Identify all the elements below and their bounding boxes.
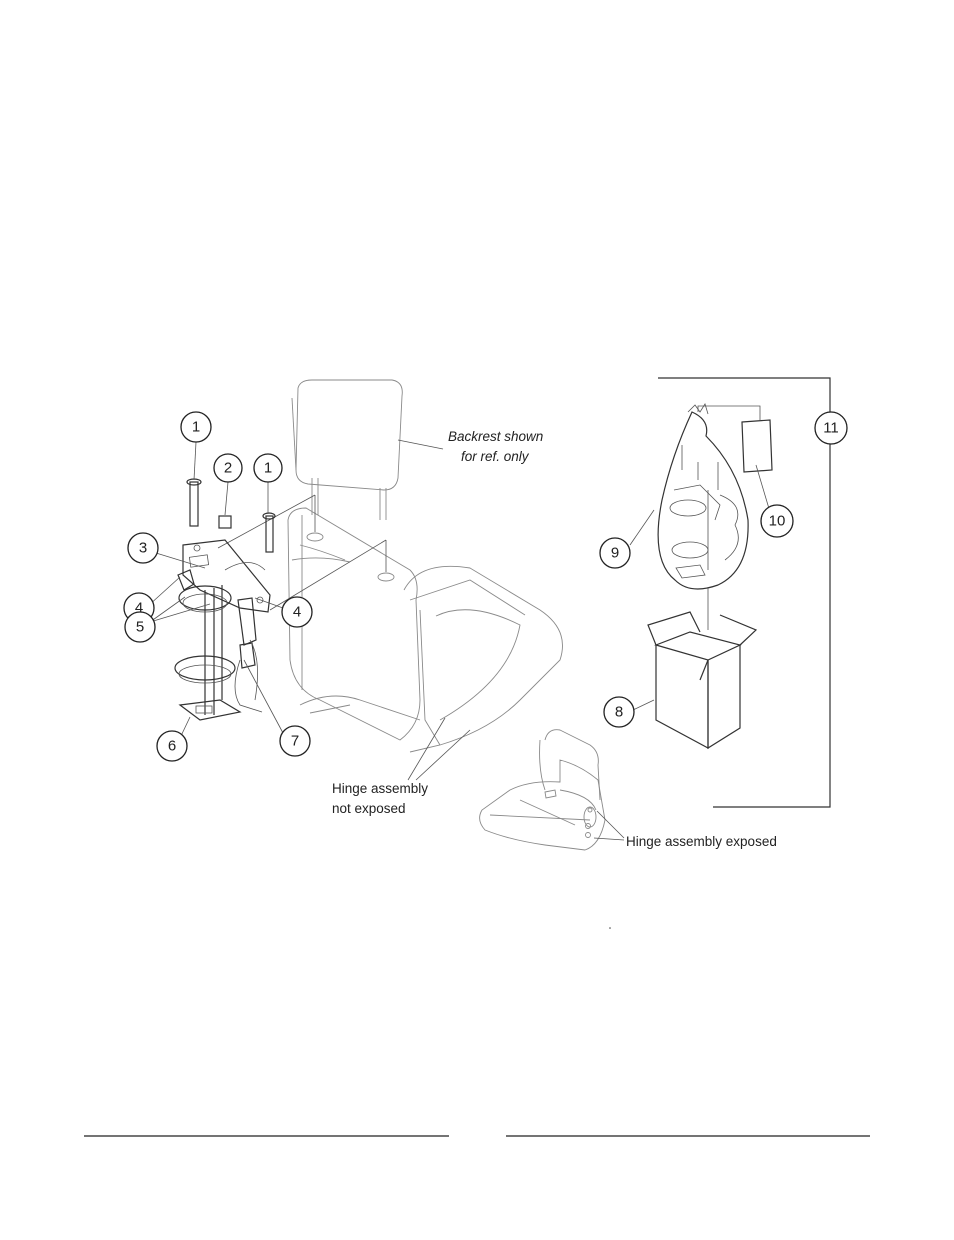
hinge-hidden-note-line1: Hinge assembly (332, 781, 428, 796)
callout-1-upper-left: 1 (180, 411, 212, 443)
callout-8: 8 (603, 696, 635, 728)
backrest-note-line2: for ref. only (461, 449, 530, 464)
backrest-illustration (291, 379, 403, 520)
callout-2: 2 (213, 453, 243, 483)
callout-label: 7 (291, 733, 299, 750)
callout-label: 1 (264, 460, 272, 477)
callout-label: 4 (135, 600, 143, 617)
callout-label: 8 (615, 704, 623, 721)
callout-label: 2 (224, 460, 232, 477)
callout-label: 6 (168, 738, 176, 755)
callout-11: 11 (814, 411, 848, 445)
callout-label: 4 (293, 604, 301, 621)
kit-packaging (647, 377, 831, 808)
callout-4-right: 4 (281, 596, 313, 628)
callout-label: 9 (611, 545, 619, 562)
callout-7: 7 (279, 725, 311, 757)
callout-1-right: 1 (253, 453, 283, 483)
callout-6: 6 (156, 730, 188, 762)
callout-5: 5 (124, 611, 156, 643)
callout-label: 3 (139, 540, 147, 557)
seat-illustration (287, 507, 563, 753)
callout-10: 10 (760, 504, 794, 538)
hinge-exposed-note: Hinge assembly exposed (626, 834, 777, 849)
callout-9: 9 (599, 537, 631, 569)
callout-label: 5 (136, 619, 144, 636)
hinge-hidden-note-line2: not exposed (332, 801, 406, 816)
callout-label: 1 (192, 419, 200, 436)
stray-dot (609, 927, 611, 929)
callout-3: 3 (127, 532, 159, 564)
seat-hinge-exposed-illustration (479, 729, 625, 851)
leader-lines (147, 439, 655, 781)
oxygen-holder-assembly (174, 478, 276, 721)
callout-label: 11 (823, 420, 839, 437)
callout-label: 10 (769, 513, 786, 530)
backrest-note-line1: Backrest shown (448, 429, 543, 444)
